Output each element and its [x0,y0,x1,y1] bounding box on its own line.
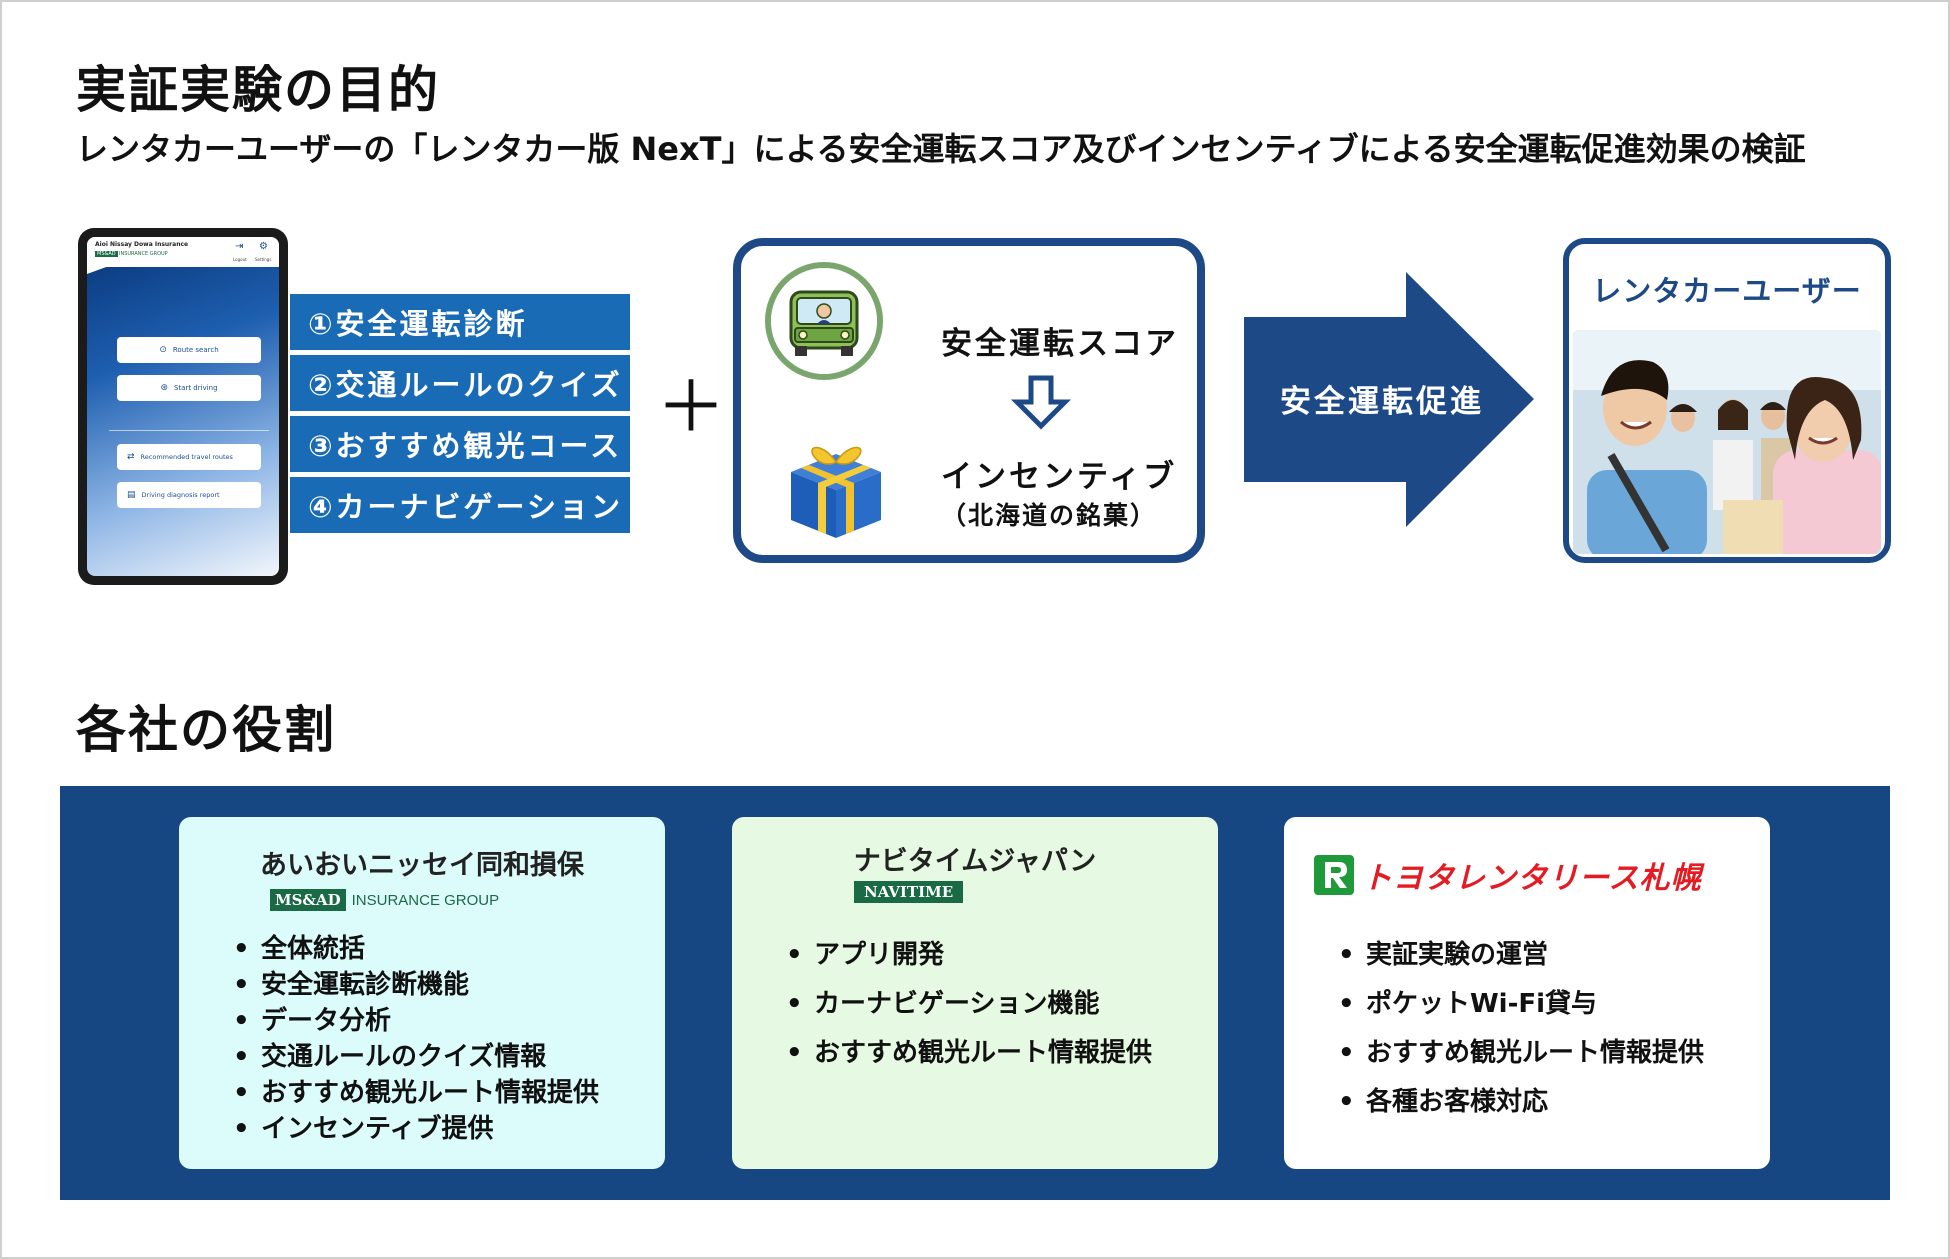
list-item: おすすめ観光ルート情報提供 [231,1075,599,1111]
recommended-routes-button[interactable]: ⇄ Recommended travel routes [117,444,261,470]
steering-wheel-icon: ⊛ [160,383,168,393]
map-pin-icon: ⊙ [159,345,167,355]
role-list-navitime: アプリ開発 カーナビゲーション機能 おすすめ観光ルート情報提供 [784,931,1152,1078]
report-icon: ▤ [127,490,136,500]
feature-item-quiz: ②交通ルールのクイズ [290,355,630,411]
rental-car-user-title: レンタカーユーザー [1592,274,1862,308]
list-item: ポケットWi-Fi貸与 [1336,980,1704,1029]
msad-logo-text: INSURANCE GROUP [351,891,500,909]
phone-group-text: INSURANCE GROUP [119,251,168,257]
list-item: インセンティブ提供 [231,1111,599,1147]
role-card-aioi: あいおいニッセイ同和損保 MS&AD INSURANCE GROUP 全体統括 … [179,817,665,1169]
route-search-button[interactable]: ⊙ Route search [117,337,261,363]
passengers-photo [1573,330,1881,554]
settings-label: Settings [255,257,272,262]
phone-group-tag: MS&AD [95,251,118,257]
company-name-navitime: ナビタイムジャパン [853,846,1097,877]
list-item: おすすめ観光ルート情報提供 [1336,1029,1704,1078]
list-item: 全体統括 [231,931,599,967]
purpose-title: 実証実験の目的 [76,61,440,119]
rental-car-user-box: レンタカーユーザー [1563,238,1891,563]
diagnosis-report-label: Driving diagnosis report [141,491,220,499]
feature-item-navigation: ④カーナビゲーション [290,477,630,533]
list-item: おすすめ観光ルート情報提供 [784,1029,1152,1078]
role-list-aioi: 全体統括 安全運転診断機能 データ分析 交通ルールのクイズ情報 おすすめ観光ルー… [231,931,599,1147]
start-driving-button[interactable]: ⊛ Start driving [117,375,261,401]
route-icon: ⇄ [127,452,135,462]
roles-title: 各社の役割 [76,701,336,759]
navitime-logo: NAVITIME [854,881,964,903]
list-item: 安全運転診断機能 [231,967,599,1003]
gear-icon[interactable]: ⚙ [259,241,268,252]
feature-item-safe-driving: ①安全運転診断 [290,294,630,350]
company-name-aioi: あいおいニッセイ同和損保 [260,850,584,881]
msad-logo: MS&AD INSURANCE GROUP [270,889,499,911]
phone-screen: Aioi Nissay Dowa Insurance MS&AD INSURAN… [87,237,279,576]
toyota-logo: トヨタレンタリース札幌 [1314,853,1702,897]
right-arrow-icon [1244,272,1534,527]
safe-driving-promotion-label: 安全運転促進 [1280,384,1484,420]
recommended-routes-label: Recommended travel routes [140,453,233,461]
logout-label: Logout [233,257,247,262]
logout-icon[interactable]: ⇥ [235,241,244,252]
role-card-navitime: ナビタイムジャパン NAVITIME アプリ開発 カーナビゲーション機能 おすす… [732,817,1218,1169]
list-item: アプリ開発 [784,931,1152,980]
route-search-label: Route search [172,346,219,354]
feature-item-sightseeing: ③おすすめ観光コース [290,416,630,472]
toyota-mark-icon [1314,855,1354,895]
safe-driving-score-label: 安全運転スコア [941,326,1179,362]
role-card-toyota: トヨタレンタリース札幌 実証実験の運営 ポケットWi-Fi貸与 おすすめ観光ルー… [1284,817,1770,1169]
incentive-item-label: （北海道の銘菓） [941,501,1158,530]
car-icon [765,262,883,380]
plus-sign: ＋ [656,366,726,448]
toyota-logo-text: トヨタレンタリース札幌 [1362,861,1702,896]
down-arrow-icon [1011,375,1071,430]
phone-mockup: Aioi Nissay Dowa Insurance MS&AD INSURAN… [78,228,288,585]
list-item: カーナビゲーション機能 [784,980,1152,1029]
diagnosis-report-button[interactable]: ▤ Driving diagnosis report [117,482,261,508]
msad-logo-tag: MS&AD [270,889,346,911]
gift-box-icon [791,446,881,538]
phone-divider [109,430,269,431]
role-list-toyota: 実証実験の運営 ポケットWi-Fi貸与 おすすめ観光ルート情報提供 各種お客様対… [1336,931,1704,1127]
phone-header: Aioi Nissay Dowa Insurance MS&AD INSURAN… [87,237,279,267]
incentive-label: インセンティブ [941,459,1178,495]
list-item: データ分析 [231,1003,599,1039]
purpose-subtitle: レンタカーユーザーの「レンタカー版 NexT」による安全運転スコア及びインセンテ… [76,130,1806,168]
list-item: 交通ルールのクイズ情報 [231,1039,599,1075]
incentive-box: 安全運転スコア インセンティブ （北海道の銘菓） [733,238,1205,563]
list-item: 実証実験の運営 [1336,931,1704,980]
phone-brand: Aioi Nissay Dowa Insurance [95,241,189,248]
list-item: 各種お客様対応 [1336,1078,1704,1127]
start-driving-label: Start driving [173,384,218,392]
